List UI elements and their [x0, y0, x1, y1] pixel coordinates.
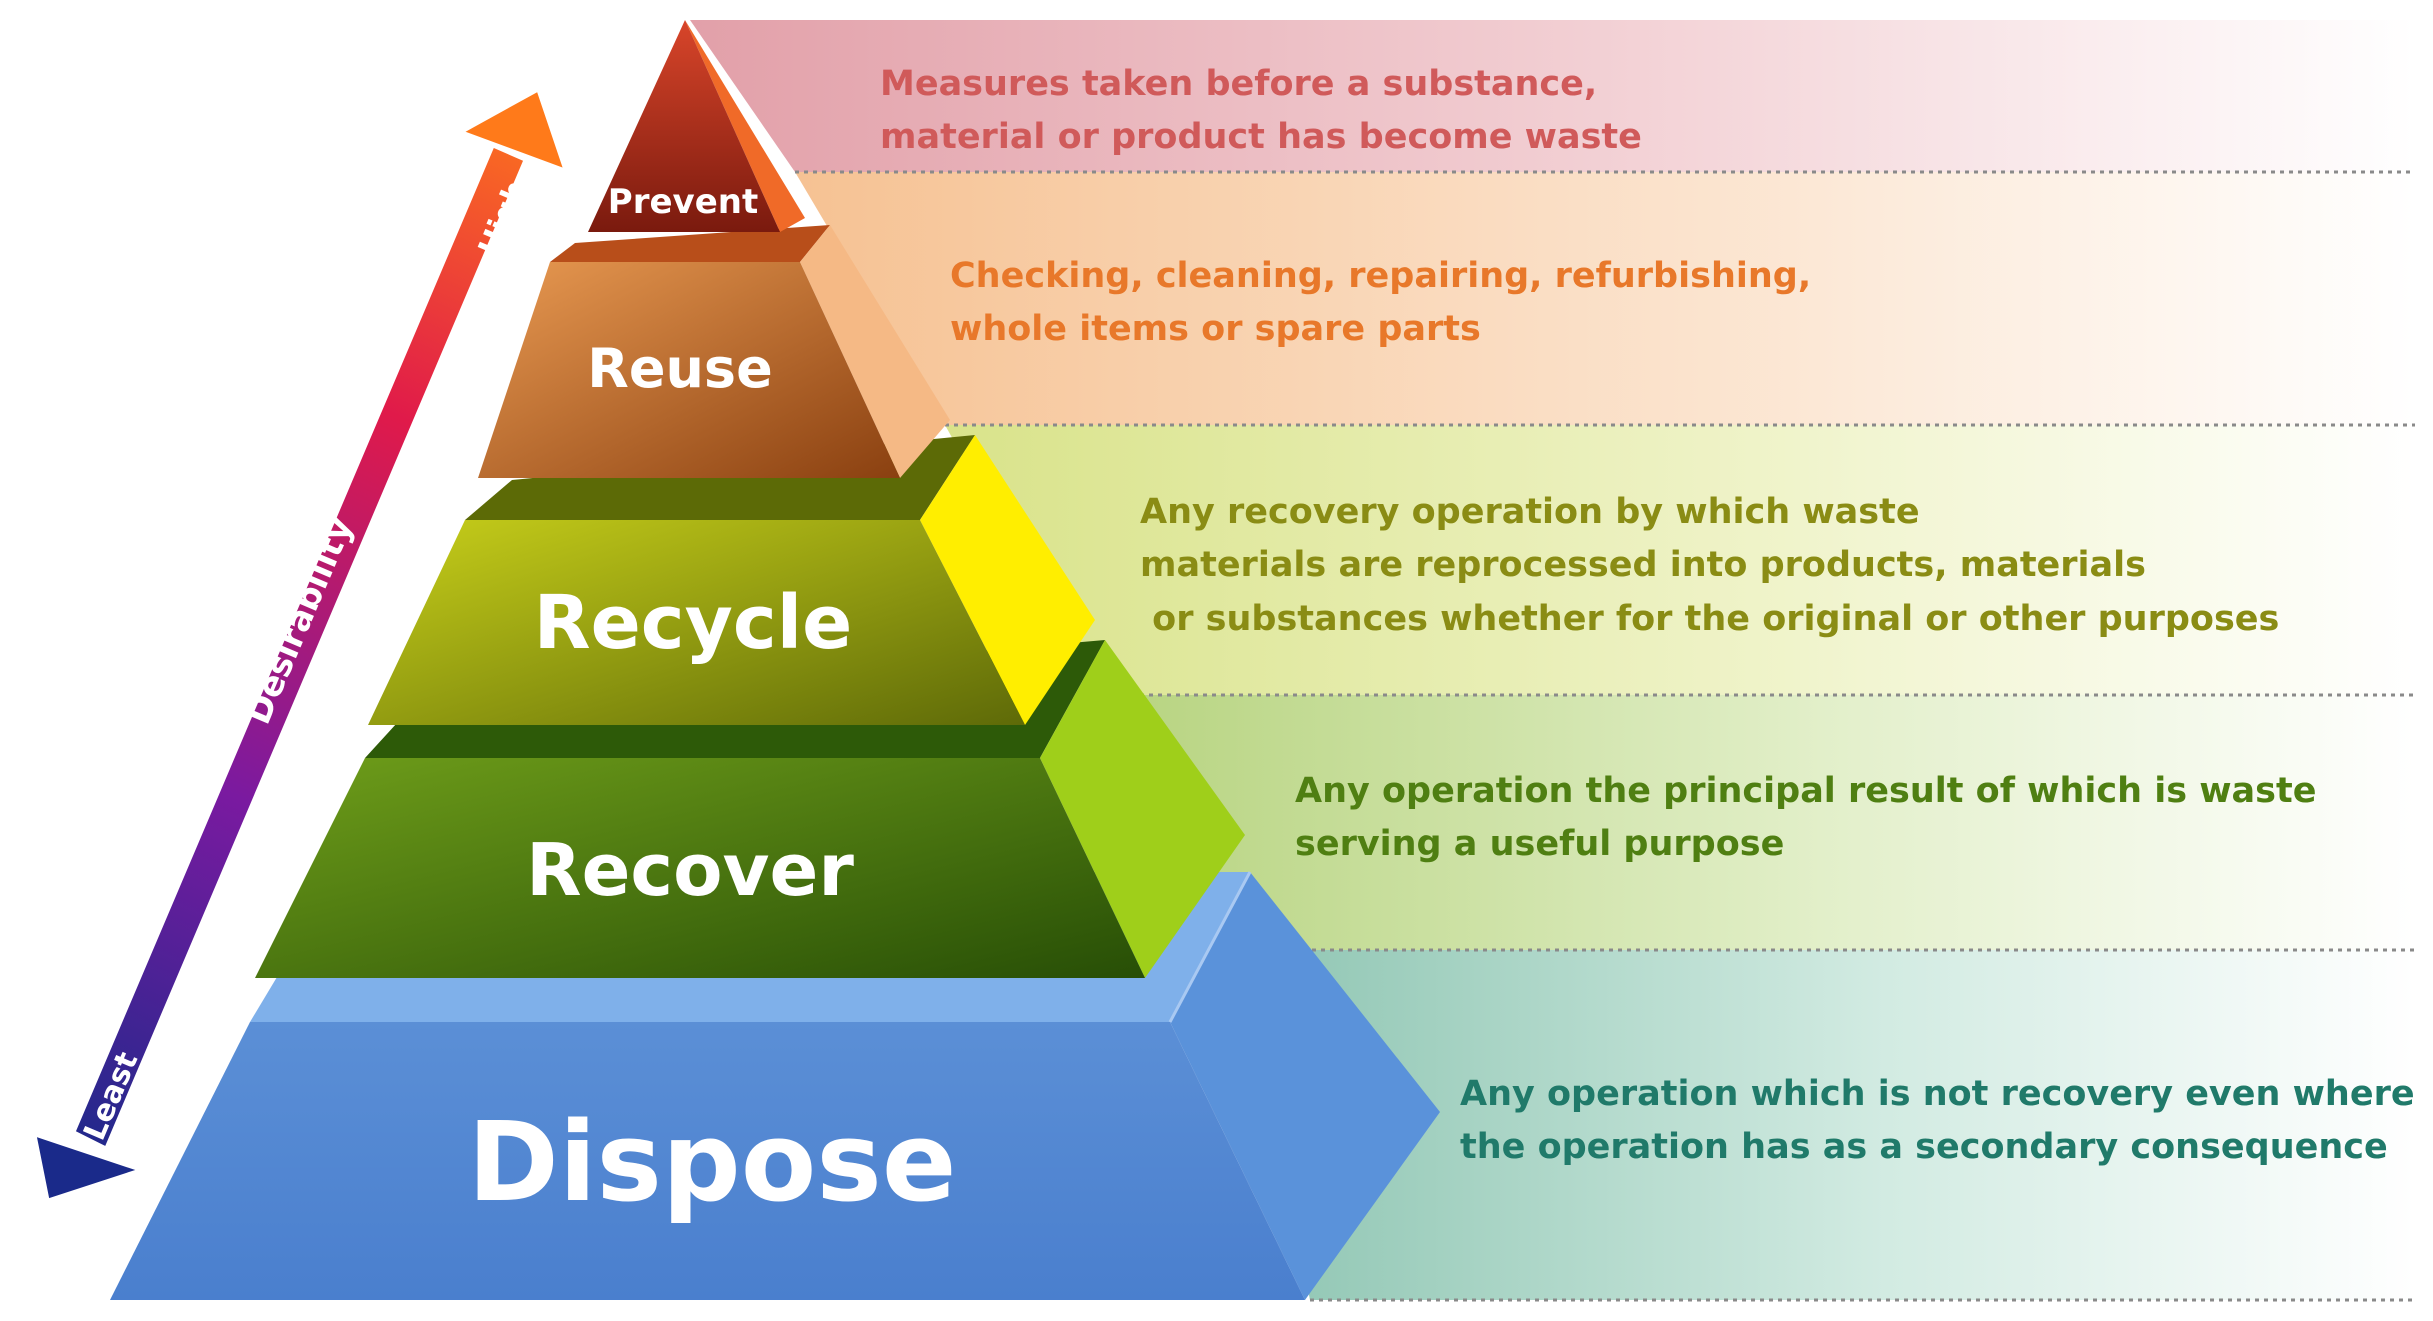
tier-label-recover: Recover	[526, 828, 854, 912]
description-bands	[690, 20, 2415, 1300]
description-line: or substances whether for the original o…	[1140, 599, 2279, 639]
band-reuse	[795, 172, 2415, 425]
arrow-head-low	[33, 1132, 145, 1202]
tier-recycle: Recycle	[368, 435, 1095, 725]
description-line: the operation has as a secondary consequ…	[1460, 1127, 2388, 1167]
tier-label-prevent: Prevent	[608, 182, 758, 222]
tier-recover-side	[1040, 640, 1245, 978]
description-line: Any operation the principal result of wh…	[1295, 771, 2316, 811]
tier-recycle-side	[920, 435, 1095, 725]
tier-reuse-top	[550, 225, 830, 262]
tier-recycle-front	[368, 520, 1025, 725]
description-line: Checking, cleaning, repairing, refurbish…	[950, 256, 1811, 296]
arrow-shaft	[72, 144, 527, 1151]
band-dispose	[1240, 950, 2415, 1300]
description-line: material or product has become waste	[880, 117, 1642, 157]
tier-label-recycle: Recycle	[534, 580, 853, 666]
description-prevent: Measures taken before a substance, mater…	[880, 64, 1642, 157]
description-line: Any recovery operation by which waste	[1140, 492, 1920, 532]
band-recover	[1095, 695, 2415, 950]
description-recycle: Any recovery operation by which waste ma…	[1140, 492, 2279, 639]
tier-prevent-front	[588, 20, 780, 232]
tier-reuse-front	[478, 262, 900, 478]
description-dispose: Any operation which is not recovery even…	[1460, 1074, 2415, 1167]
arrow-label-desirability: Desirability	[238, 511, 361, 730]
tier-label-dispose: Dispose	[468, 1098, 957, 1226]
description-line: serving a useful purpose	[1295, 824, 1784, 864]
tier-prevent: Prevent	[588, 20, 805, 232]
tier-prevent-side	[685, 20, 805, 232]
tier-reuse: Reuse	[478, 225, 950, 478]
description-recover: Any operation the principal result of wh…	[1295, 771, 2316, 864]
tier-recover: Recover	[255, 640, 1245, 978]
arrow-head-high	[458, 87, 568, 173]
tier-dispose-edge	[1168, 871, 1252, 1023]
description-line: materials are reprocessed into products,…	[1140, 545, 2146, 585]
tier-dispose-front	[110, 1022, 1305, 1300]
band-recycle	[945, 425, 2415, 695]
band-prevent	[690, 20, 2415, 172]
tier-label-reuse: Reuse	[587, 337, 772, 400]
tier-recover-front	[255, 758, 1145, 978]
description-line: Measures taken before a substance,	[880, 64, 1597, 104]
arrow-label-least: Least	[77, 1047, 145, 1145]
tier-dispose-side	[1170, 872, 1440, 1300]
description-line: whole items or spare parts	[950, 309, 1481, 349]
description-line: Any operation which is not recovery even…	[1460, 1074, 2415, 1114]
band-separators	[795, 170, 2415, 1302]
description-reuse: Checking, cleaning, repairing, refurbish…	[950, 256, 1811, 349]
tier-reuse-side	[800, 225, 950, 478]
